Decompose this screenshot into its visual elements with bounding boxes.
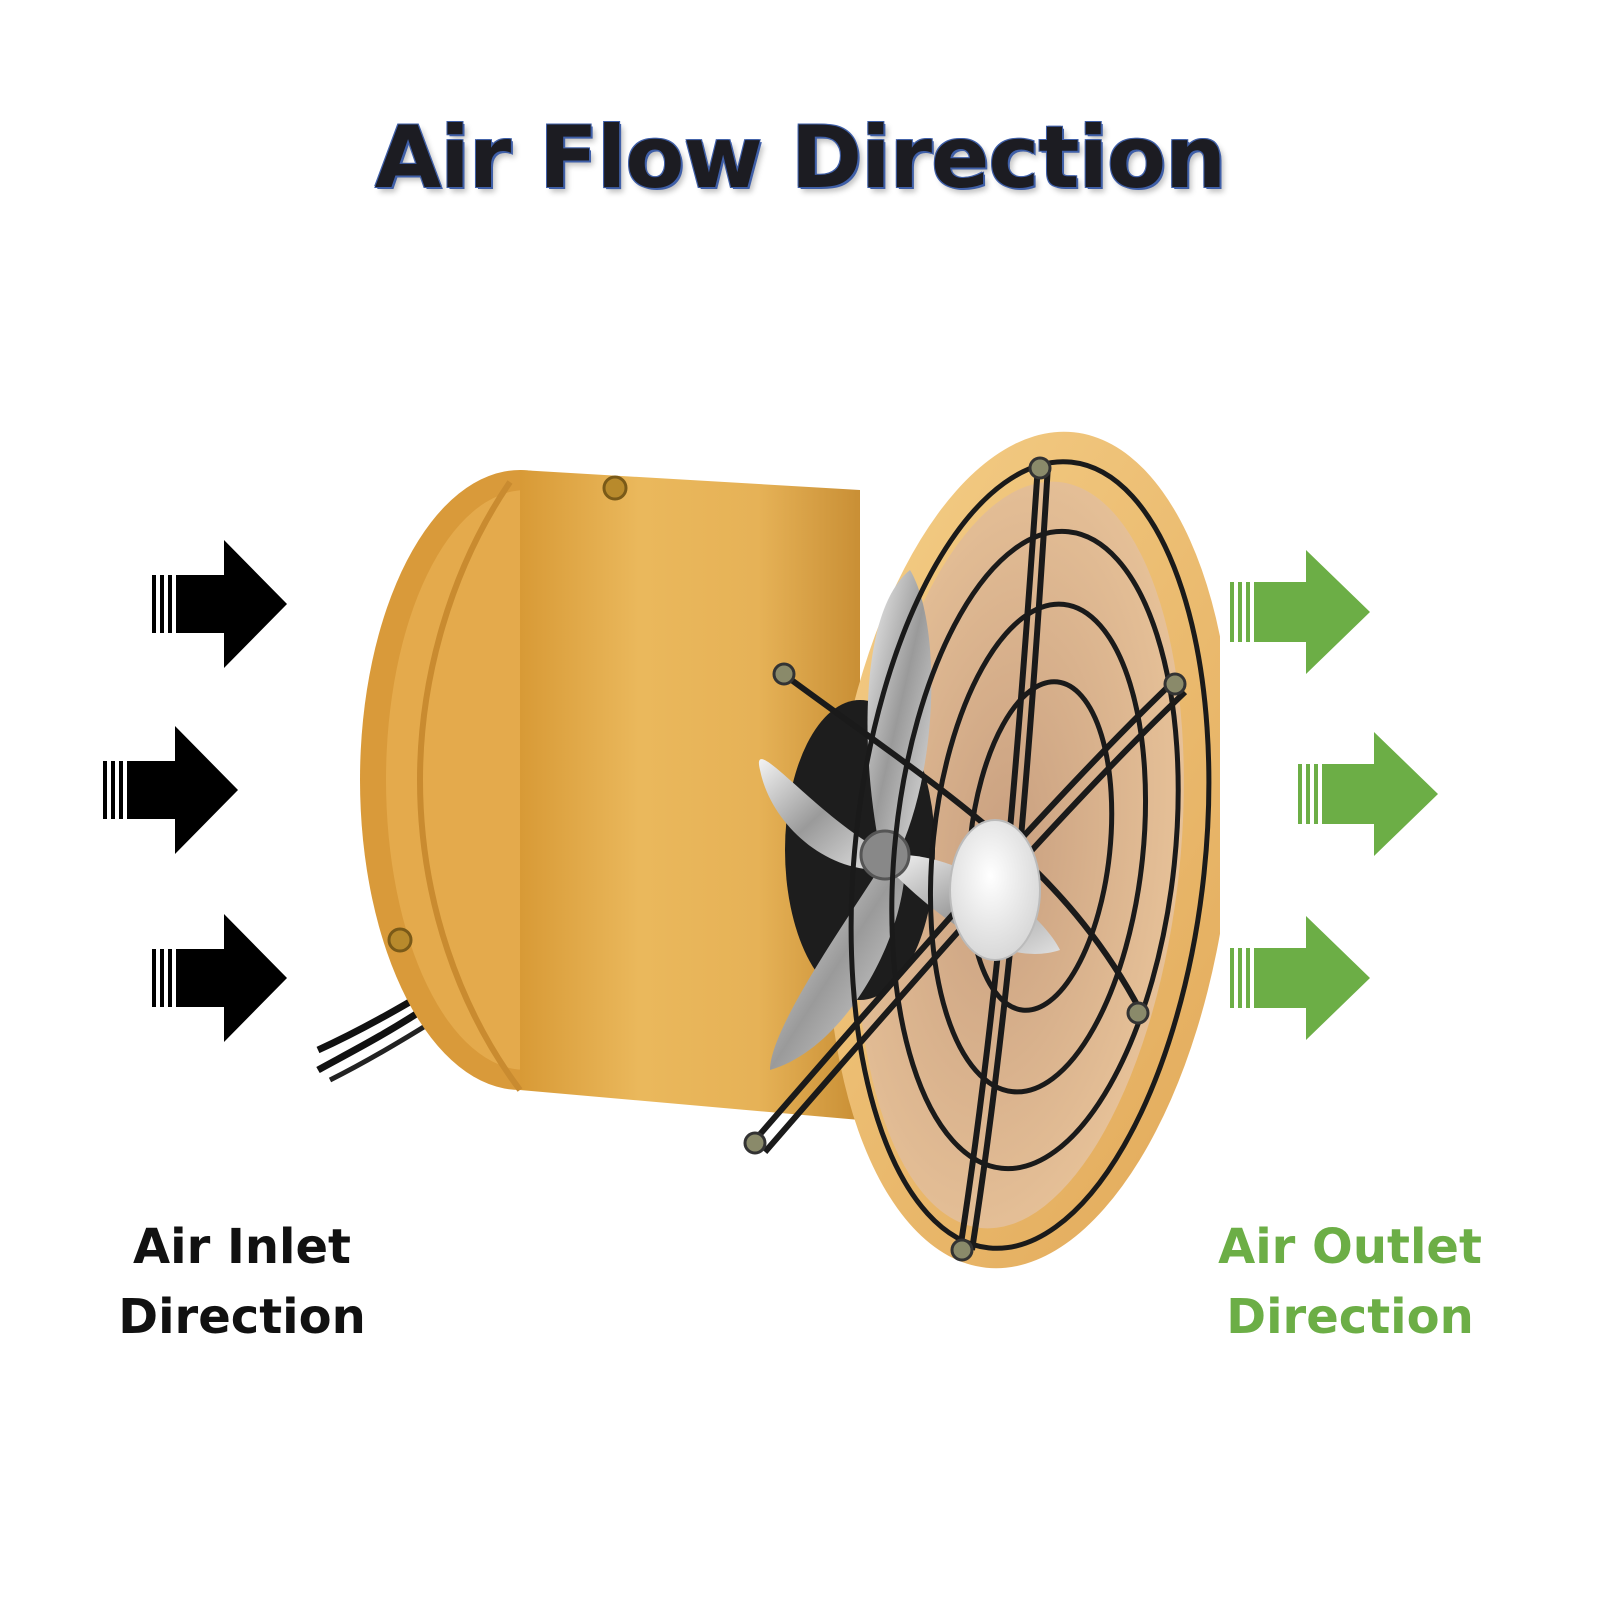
outlet-arrow-icon	[1230, 550, 1370, 674]
inlet-caption-line2: Direction	[118, 1289, 366, 1345]
outlet-caption: Air Outlet Direction	[1190, 1212, 1510, 1352]
outlet-arrow-icon	[1298, 732, 1438, 856]
inlet-caption: Air Inlet Direction	[82, 1212, 402, 1352]
outlet-arrow-icon	[1230, 916, 1370, 1040]
inlet-caption-line1: Air Inlet	[133, 1219, 351, 1275]
inlet-arrow-icon	[152, 914, 287, 1042]
inlet-arrow-icon	[103, 726, 238, 854]
outlet-caption-line1: Air Outlet	[1218, 1219, 1482, 1275]
outlet-caption-line2: Direction	[1226, 1289, 1474, 1345]
inlet-arrow-icon	[152, 540, 287, 668]
axial-fan-illustration	[316, 431, 1220, 1269]
page-title: Air Flow Direction	[374, 108, 1227, 208]
